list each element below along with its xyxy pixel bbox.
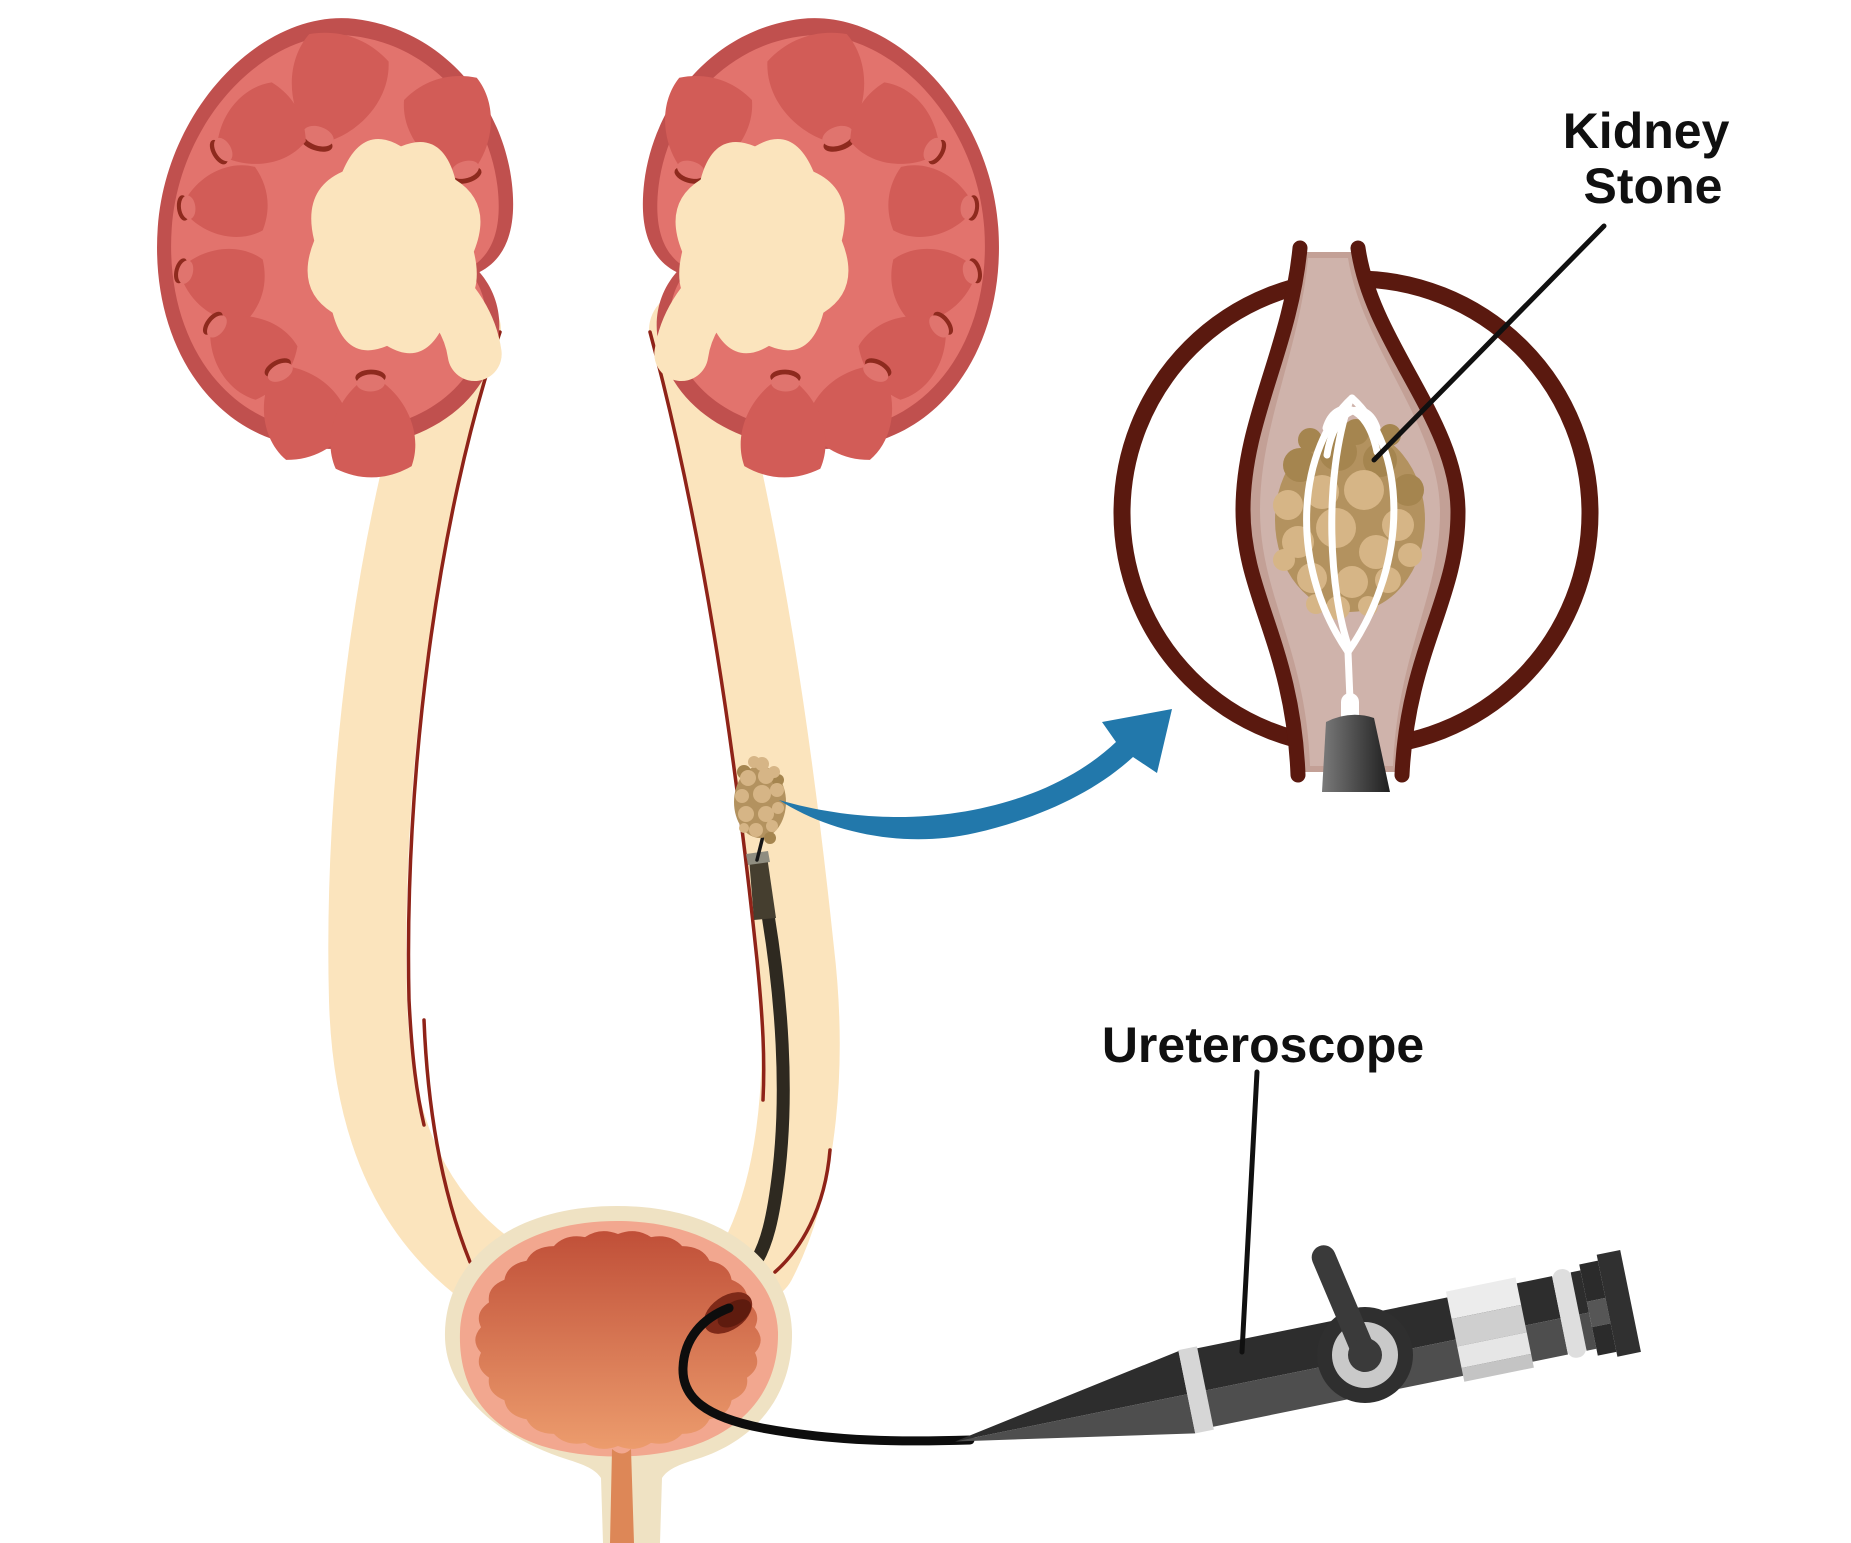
kidney-stone-label-line2: Stone <box>1584 158 1723 214</box>
grip-band-top <box>1445 1277 1522 1320</box>
magnify-arrow <box>779 709 1172 840</box>
right-ureter <box>649 291 840 1301</box>
kidney-pyramids <box>173 32 491 478</box>
kidney-stone-label-line1: Kidney <box>1563 103 1730 159</box>
urethra-channel <box>610 1449 634 1543</box>
kidney-stone-in-ureter <box>734 756 786 844</box>
stone-pebble <box>1359 535 1393 569</box>
basket-wire-left <box>1303 394 1356 656</box>
device-wheel-hub <box>1348 1338 1382 1372</box>
papilla <box>356 374 385 392</box>
device-neck-lower <box>1579 1312 1597 1351</box>
stone-pebble <box>748 756 760 768</box>
papilla <box>207 315 227 338</box>
pyramid-body <box>184 165 268 237</box>
grip-band-bottom <box>1461 1353 1534 1382</box>
stone-pebble <box>758 768 774 784</box>
pelvis-neck <box>398 247 502 382</box>
pyramid-body <box>217 82 306 164</box>
papilla <box>180 195 196 220</box>
device-taper-lower <box>955 1394 1196 1442</box>
stone-pebble <box>758 806 774 822</box>
scope-shaft-in-ureter <box>750 908 790 1267</box>
grip-band-mid <box>1451 1304 1527 1347</box>
stone-retrieval-basket <box>1303 394 1398 731</box>
basket-stem <box>1344 648 1354 704</box>
grip-band-low <box>1457 1332 1532 1369</box>
bladder <box>444 1206 793 1543</box>
stone-pebble <box>1392 474 1424 506</box>
stone-pebble <box>772 802 784 814</box>
scope-cable <box>678 1303 975 1446</box>
stone-pebble <box>1273 490 1303 520</box>
kidney-stone-pointer-line <box>1371 223 1607 463</box>
device-lever <box>1311 1245 1377 1367</box>
pyramid-body <box>181 248 265 322</box>
inset-ureter-wall-left <box>1235 240 1308 783</box>
papilla <box>451 160 479 179</box>
papilla <box>178 260 194 284</box>
stone-pebble <box>1273 549 1295 571</box>
basket-loop-b <box>1322 405 1381 456</box>
stone-pebble <box>740 770 756 786</box>
left-ureter-edge-line <box>406 330 502 1127</box>
stone-pebble <box>749 823 763 837</box>
renal-pyramid <box>176 165 268 237</box>
device-eyepiece <box>1579 1250 1641 1357</box>
stone-pebble <box>1298 428 1322 452</box>
kidney-stone-label: Kidney Stone <box>1563 103 1744 214</box>
inset-scope-tip <box>1322 714 1390 792</box>
renal-pyramid <box>291 32 389 152</box>
stone-pebble <box>1382 509 1414 541</box>
stone-pebble <box>766 820 778 832</box>
papilla <box>303 125 334 147</box>
device-taper-ring <box>1178 1346 1214 1434</box>
papilla <box>214 137 233 162</box>
renal-pyramid <box>209 82 306 165</box>
stone-pebble <box>1336 566 1368 598</box>
device-collar-ring <box>1552 1269 1586 1358</box>
scope-rod-tip <box>749 856 776 920</box>
left-ureter <box>328 291 526 1309</box>
eyepiece-endbar <box>1596 1250 1641 1357</box>
left-ureter-edge-line-lower <box>422 1018 472 1264</box>
eyepiece-mid <box>1586 1297 1611 1328</box>
device-neck-upper <box>1570 1270 1590 1315</box>
stone-pebble <box>770 783 784 797</box>
ureteroscope-device <box>955 1245 1641 1442</box>
ureteroscope-pointer-line <box>1239 1069 1260 1355</box>
stone-pebble <box>1344 470 1384 510</box>
inset-ureter-wall-right <box>1350 240 1466 783</box>
pyramid-body <box>291 32 389 143</box>
device-grip-band <box>1445 1277 1534 1382</box>
right-ureter-edge-line-lower <box>773 1148 832 1274</box>
pyramid-body <box>263 366 350 460</box>
renal-pyramid <box>330 369 416 478</box>
left-kidney <box>157 18 514 478</box>
stone-pebble <box>1398 543 1422 567</box>
basket-wire-middle <box>1328 396 1354 652</box>
stone-pebble <box>764 832 776 844</box>
stone-pebble <box>753 785 771 803</box>
device-taper-upper <box>955 1351 1188 1442</box>
stone-pebble <box>735 789 749 803</box>
stone-pebble <box>739 823 749 833</box>
eyepiece-low <box>1592 1323 1617 1356</box>
stone-pebble <box>1316 508 1356 548</box>
stone-pebble <box>738 806 754 822</box>
pyramid-body <box>330 378 416 478</box>
papilla <box>267 362 293 382</box>
magnified-inset <box>1113 240 1599 792</box>
renal-pyramid <box>173 248 265 322</box>
ureteroscope-label: Ureteroscope <box>1102 1017 1424 1073</box>
renal-pyramid <box>263 358 350 460</box>
basket-wire-in-ureter <box>755 834 765 862</box>
eyepiece-top <box>1579 1260 1606 1302</box>
